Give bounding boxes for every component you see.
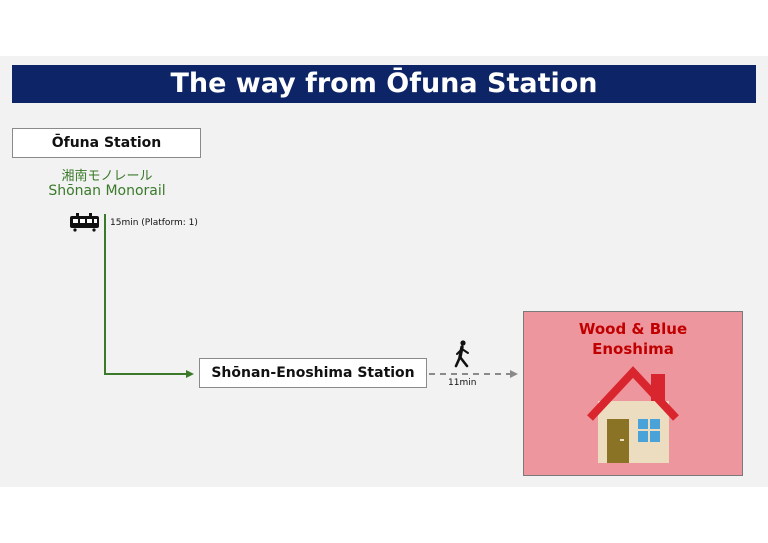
train-icon (70, 213, 99, 232)
venue-name-line1: Wood & Blue (578, 320, 688, 338)
origin-station-box: Ōfuna Station (12, 128, 201, 158)
rail-route-arrow (104, 214, 194, 378)
venue-name-line2: Enoshima (592, 340, 674, 358)
rail-line-name-en: Shōnan Monorail (48, 183, 166, 199)
destination-station-box: Shōnan-Enoshima Station (199, 358, 427, 388)
page-title: The way from Ōfuna Station (12, 65, 756, 103)
walking-person-icon (454, 340, 469, 368)
ride-duration-label: 15min (Platform: 1) (110, 218, 198, 228)
walk-duration-label: 11min (448, 378, 477, 388)
house-icon (587, 366, 679, 463)
rail-line-name-jp: 湘南モノレール (61, 169, 153, 184)
walk-route-arrow (429, 370, 518, 378)
